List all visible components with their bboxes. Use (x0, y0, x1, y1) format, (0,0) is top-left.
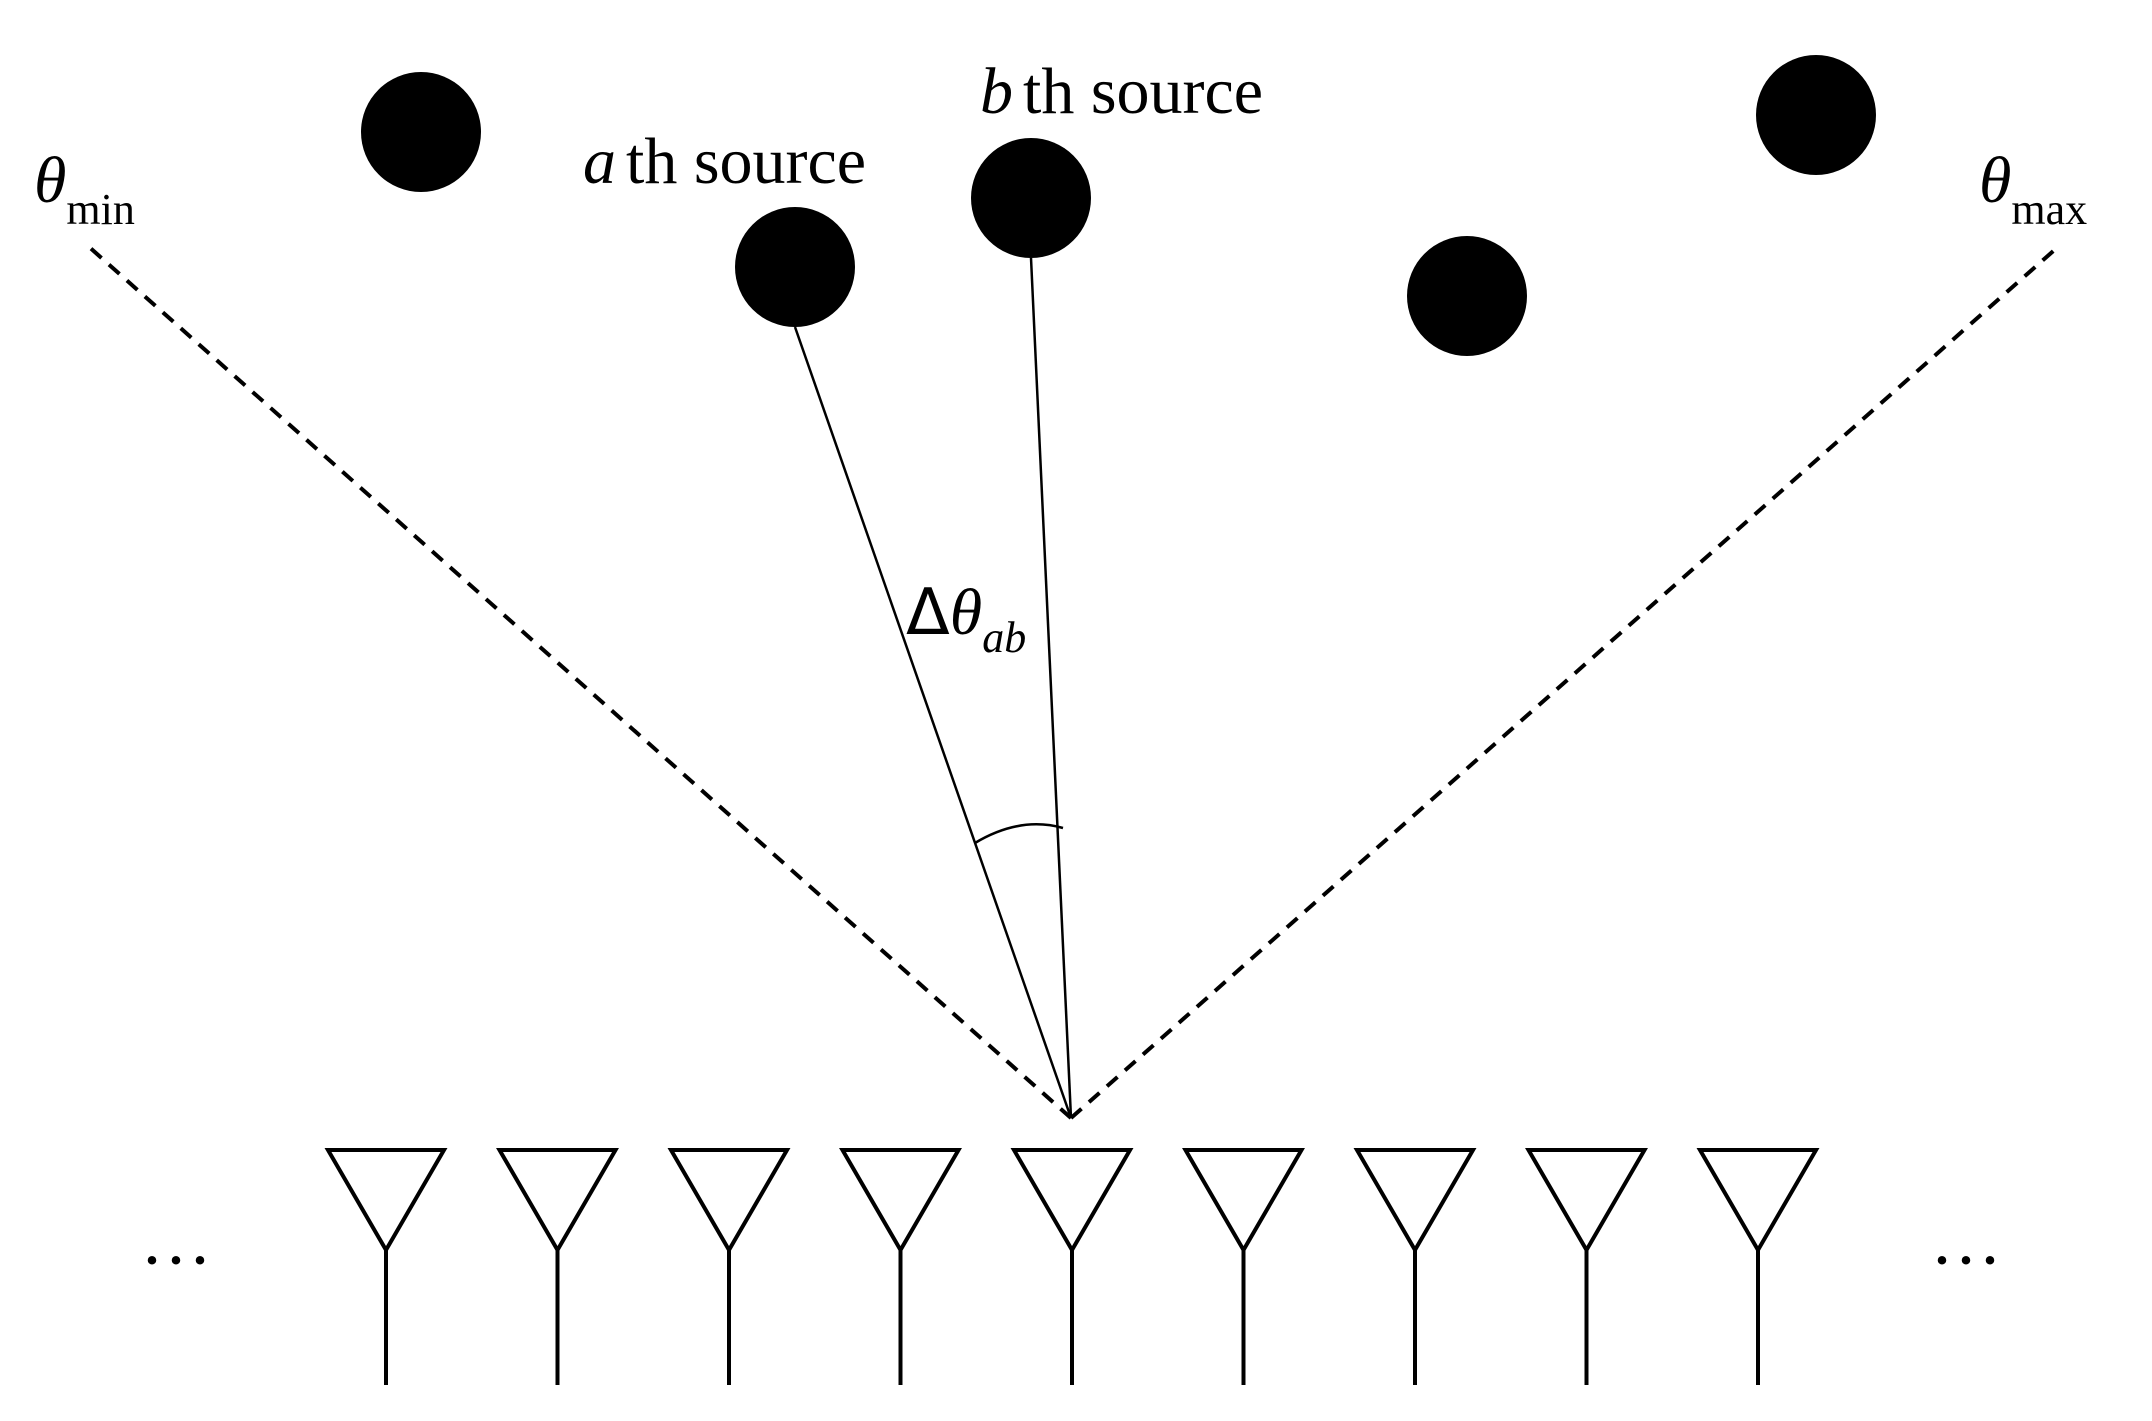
antenna-element (1010, 1148, 1134, 1385)
angle-arc (974, 823, 1064, 845)
line-to-source-a (793, 326, 1073, 1119)
source-a-text: th source (626, 125, 866, 198)
delta-theta-label: Δθab (906, 576, 1026, 662)
antenna-element (496, 1148, 619, 1385)
line-to-source-b (1029, 257, 1073, 1119)
antenna-element (324, 1148, 448, 1385)
source-b-index: b (980, 55, 1013, 128)
source-b-dot (971, 138, 1091, 258)
antenna-head (324, 1148, 448, 1254)
source-a-dot (735, 207, 855, 327)
source-dot (361, 72, 481, 192)
source-dot (1756, 55, 1876, 175)
theta-min-label: θmin (34, 144, 135, 234)
antenna-head (667, 1148, 791, 1254)
delta-symbol: Δ (906, 576, 950, 650)
antenna-element (1353, 1148, 1477, 1385)
antenna-head (496, 1148, 619, 1254)
antenna-element (667, 1148, 791, 1385)
antenna-head (1010, 1148, 1134, 1254)
theta-max-symbol: θ (1979, 144, 2011, 217)
ellipsis-left: ··· (140, 1220, 212, 1300)
sources (361, 55, 1876, 356)
antenna-head (1525, 1148, 1648, 1254)
ellipsis-right: ··· (1930, 1220, 2002, 1300)
antenna-element (1182, 1148, 1305, 1385)
delta-theta-subscript: ab (982, 613, 1026, 662)
theta-max-label: θmax (1979, 144, 2087, 234)
theta-max-boundary (1069, 244, 2061, 1120)
antenna-head (1353, 1148, 1477, 1254)
theta-max-subscript: max (2011, 185, 2087, 234)
antenna-head (1696, 1148, 1820, 1254)
antenna-head (1182, 1148, 1305, 1254)
source-b-text: th source (1023, 55, 1263, 128)
antenna-head (839, 1148, 962, 1254)
antenna-element (1525, 1148, 1648, 1385)
theta-min-subscript: min (66, 185, 134, 234)
delta-theta-symbol: θ (950, 576, 982, 649)
theta-min-boundary (86, 244, 1073, 1120)
source-dot (1407, 236, 1527, 356)
source-a-index: a (583, 125, 616, 198)
antenna-array (324, 1148, 1820, 1385)
theta-min-symbol: θ (34, 144, 66, 217)
antenna-element (839, 1148, 962, 1385)
antenna-element (1696, 1148, 1820, 1385)
